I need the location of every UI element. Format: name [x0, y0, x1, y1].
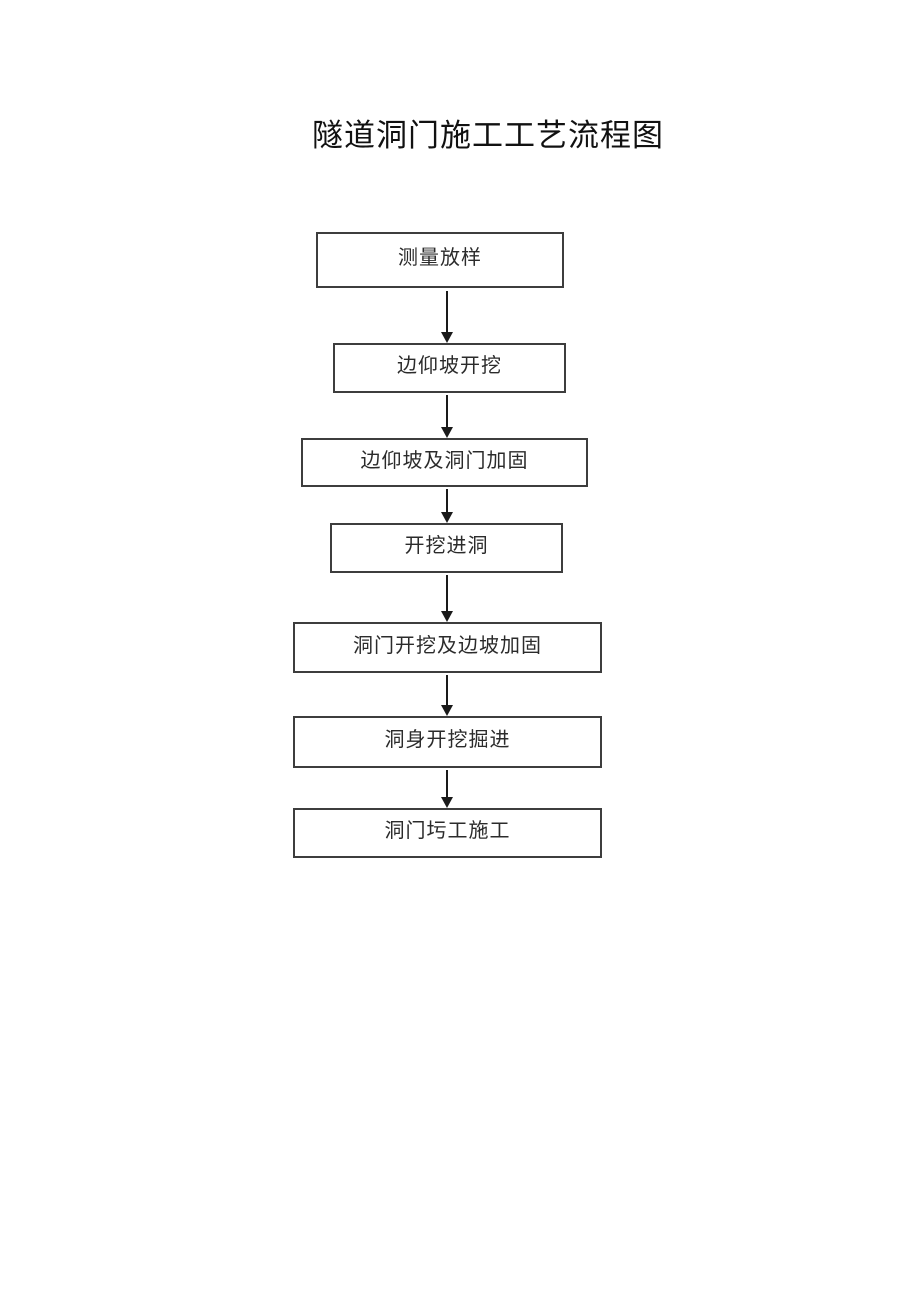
flow-step-survey-layout: 测量放样 — [316, 232, 564, 288]
flow-arrow-down-icon — [441, 489, 453, 523]
flow-arrow-down-icon — [441, 770, 453, 808]
flow-arrow-down-icon — [441, 291, 453, 343]
flow-step-portal-masonry-construction: 洞门圬工施工 — [293, 808, 602, 858]
flow-step-portal-excavation-slope-reinforcement: 洞门开挖及边坡加固 — [293, 622, 602, 673]
page-title: 隧道洞门施工工艺流程图 — [312, 118, 664, 154]
flow-step-slope-portal-reinforcement: 边仰坡及洞门加固 — [301, 438, 588, 487]
flow-arrow-down-icon — [441, 575, 453, 622]
flow-arrow-down-icon — [441, 675, 453, 716]
flow-step-excavate-into-tunnel: 开挖进洞 — [330, 523, 563, 573]
flow-step-tunnel-body-excavation: 洞身开挖掘进 — [293, 716, 602, 768]
flow-step-slope-excavation: 边仰坡开挖 — [333, 343, 566, 393]
flow-arrow-down-icon — [441, 395, 453, 438]
